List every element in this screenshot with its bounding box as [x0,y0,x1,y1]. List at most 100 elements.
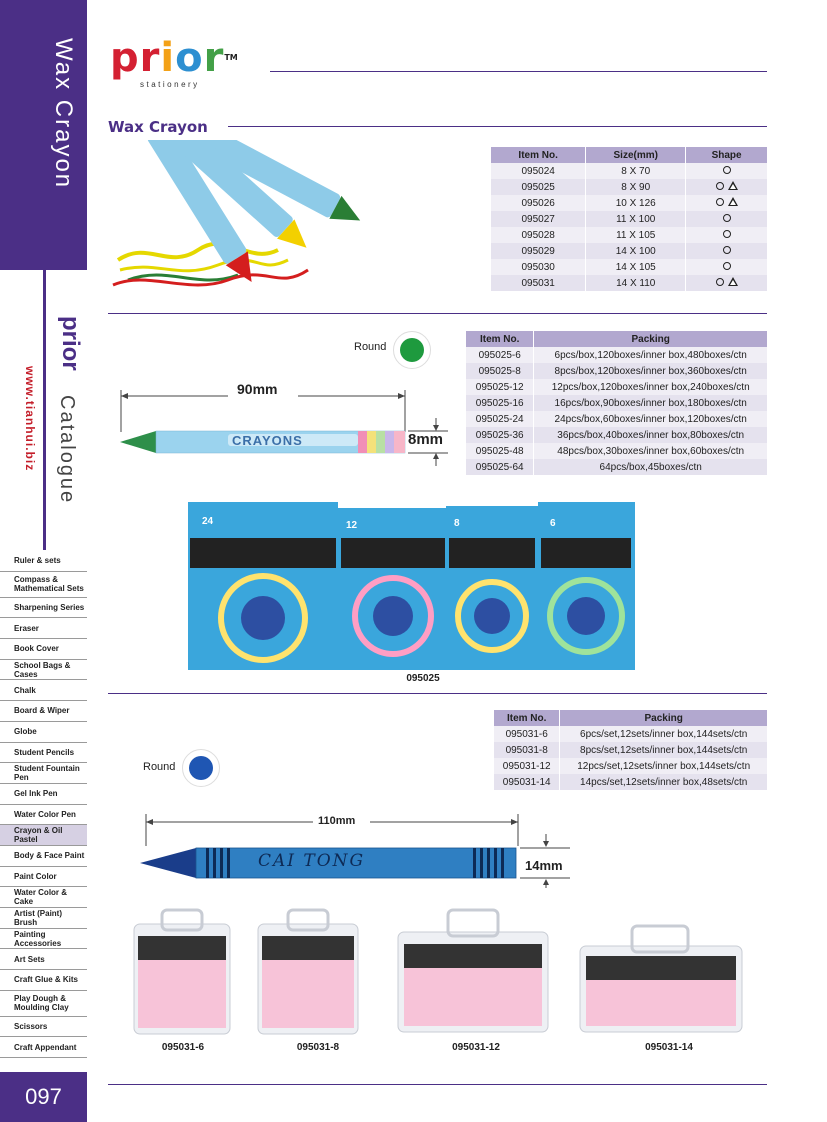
col-header: Item No. [494,710,561,726]
cell: 095025-16 [466,395,535,411]
cell: 095031-14 [494,774,561,790]
nav-item[interactable]: Gel Ink Pen [0,784,87,805]
nav-item[interactable]: Sharpening Series [0,598,87,619]
cell: 095031 [491,275,587,291]
crayon-wordmark: CRAYONS [232,433,303,448]
cell: 095024 [491,163,587,179]
diameter-dimension: 8mm [408,431,444,448]
cell: 095025-8 [466,363,535,379]
cell: 8 X 90 [585,179,687,195]
crayon-90mm-drawing [120,390,448,466]
logo-letter: r [139,35,160,81]
nav-item[interactable]: Water Color Pen [0,805,87,826]
category-nav: Ruler & sets Compass & Mathematical Sets… [0,551,87,1059]
nav-item[interactable]: Painting Accessories [0,929,87,950]
shape-cell [685,179,768,195]
round-label: Round [143,761,176,773]
cell: 14 X 105 [585,259,687,275]
col-header: Packing [533,331,768,347]
logo-letter: o [175,35,203,81]
brand-logo: p r i o r TM stationery [110,38,250,89]
nav-item[interactable]: Art Sets [0,949,87,971]
cell: 8 X 70 [585,163,687,179]
nav-item[interactable]: Chalk [0,680,87,702]
cell: 095026 [491,195,587,211]
shape-cell [685,163,768,179]
cell: 24pcs/box,60boxes/inner box,120boxes/ctn [533,411,768,427]
nav-item[interactable]: Play Dough & Moulding Clay [0,991,87,1017]
cell: 095029 [491,243,587,259]
nav-item[interactable]: Globe [0,722,87,743]
round-color-swatch [189,756,213,780]
nav-item[interactable]: Student Fountain Pen [0,763,87,784]
nav-item[interactable]: Paint Color [0,867,87,888]
circle-shape-icon [722,261,731,270]
page-number: 097 [0,1072,87,1122]
nav-item[interactable]: Book Cover [0,639,87,660]
cell: 6pcs/box,120boxes/inner box,480boxes/ctn [533,347,768,363]
cell: 14pcs/set,12sets/inner box,48sets/ctn [559,774,768,790]
cell: 095028 [491,227,587,243]
nav-item[interactable]: Craft Appendant [0,1037,87,1059]
nav-item[interactable]: Body & Face Paint [0,846,87,867]
cell: 095025-24 [466,411,535,427]
nav-item[interactable]: School Bags & Cases [0,660,87,681]
nav-item[interactable]: Student Pencils [0,743,87,764]
triangle-shape-icon [727,197,738,207]
crayons-photo [112,140,361,287]
cell: 64pcs/box,45boxes/ctn [533,459,768,475]
cell: 095025-6 [466,347,535,363]
set-caption: 095031-12 [452,1042,500,1053]
nav-item[interactable]: Compass & Mathematical Sets [0,572,87,598]
set-caption: 095031-8 [296,1042,340,1053]
nav-item[interactable]: Board & Wiper [0,701,87,722]
round-label: Round [354,341,387,353]
sidebar-catalogue: Catalogue [56,395,78,505]
brand-subtitle: stationery [140,80,200,89]
col-header: Shape [685,147,768,163]
cell: 14 X 100 [585,243,687,259]
circle-shape-icon [715,181,724,190]
cell: 095025-12 [466,379,535,395]
col-header: Item No. [466,331,535,347]
cell: 8pcs/box,120boxes/inner box,360boxes/ctn [533,363,768,379]
cell: 12pcs/box,120boxes/inner box,240boxes/ct… [533,379,768,395]
crayon-wordmark: CAI TONG [258,851,366,871]
box-count-label: 12 [346,520,358,531]
trademark: TM [224,53,238,62]
logo-letter: i [160,35,175,81]
nav-item[interactable]: Scissors [0,1017,87,1038]
cell: 10 X 126 [585,195,687,211]
cell: 16pcs/box,90boxes/inner box,180boxes/ctn [533,395,768,411]
cell: 11 X 100 [585,211,687,227]
nav-item[interactable]: Artist (Paint) Brush [0,908,87,929]
sidebar-url[interactable]: www.tianhui.biz [23,366,37,472]
section-rule [228,126,767,127]
nav-item[interactable]: Ruler & sets [0,551,87,572]
circle-shape-icon [722,229,731,238]
crayon-sets-photo [133,908,743,1035]
nav-item[interactable]: Craft Glue & Kits [0,970,87,991]
length-dimension: 90mm [237,381,278,397]
nav-item[interactable]: Water Color & Cake [0,887,87,908]
nav-item[interactable]: Eraser [0,618,87,640]
logo-letter: p [110,35,139,81]
cell: 095031-12 [494,758,561,774]
shape-cell [685,243,768,259]
shape-cell [685,259,768,275]
cell: 095027 [491,211,587,227]
cell: 095031-8 [494,742,561,758]
section-rule [108,693,767,694]
shape-cell [685,227,768,243]
sidebar-divider [43,270,46,550]
nav-item-active[interactable]: Crayon & Oil Pastel [0,825,87,846]
sidebar-banner: Wax Crayon [0,0,87,270]
cell: 14 X 110 [585,275,687,291]
